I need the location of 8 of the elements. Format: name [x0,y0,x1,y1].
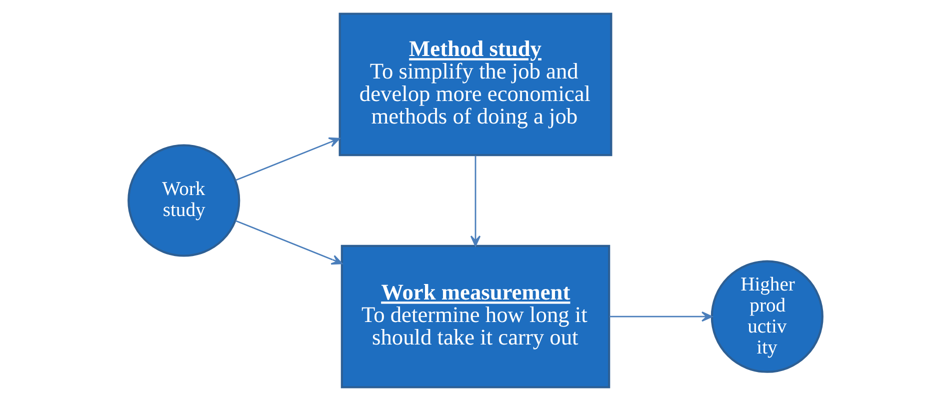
arrow [609,312,712,322]
node-box: Work measurement To determine how long it should take it carry out [340,244,610,388]
arrow [470,156,480,247]
arrow [234,137,340,181]
arrow [234,220,342,265]
node-box: Method study To simplify the job and develop more economical methods of doing a job [338,12,612,156]
node-circle: Higher prod uctiv ity [710,260,823,373]
node-circle: Work study [127,144,240,257]
